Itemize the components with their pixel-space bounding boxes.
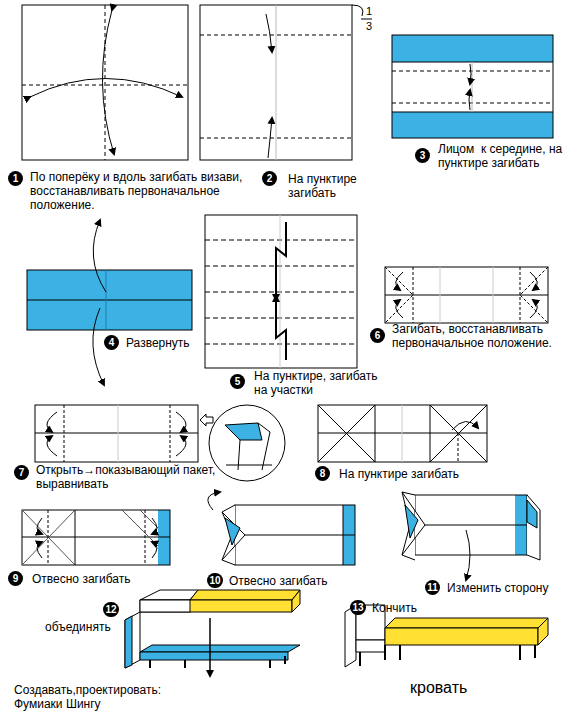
step-caption: Отвесно загибать xyxy=(32,572,172,586)
step-caption: На пунктире загибать xyxy=(288,172,408,200)
step-caption: Лицом к середине, на пунктире загибать xyxy=(438,142,563,170)
step-number: 12 xyxy=(103,602,119,617)
fraction-denominator: 3 xyxy=(363,20,375,32)
step-number: 7 xyxy=(14,465,29,480)
step-number: 1 xyxy=(8,171,23,186)
fraction-numerator: 1 xyxy=(363,5,375,17)
step-number-text: 12 xyxy=(105,604,116,615)
step-caption: Отвесно загибать xyxy=(229,574,369,588)
step-number: 6 xyxy=(370,328,385,343)
step-caption: По поперёку и вдоль загибать визави, вос… xyxy=(30,170,270,212)
step-number-text: 8 xyxy=(320,468,326,479)
step-number-text: 6 xyxy=(375,330,381,341)
step-number: 8 xyxy=(315,466,330,481)
step-number-text: 11 xyxy=(427,582,438,593)
step-caption: Изменить сторону xyxy=(447,581,567,595)
step-number-text: 3 xyxy=(420,150,426,161)
step-caption: На пунктире, загибать на участки xyxy=(254,369,384,397)
step-number-text: 1 xyxy=(13,173,19,184)
step-caption: Загибать, восстанавливать первоначальное… xyxy=(392,322,562,350)
step-caption: Открыть→показывающий пакет, выравнивать xyxy=(36,463,236,491)
step-number-text: 13 xyxy=(352,602,363,613)
step-number: 13 xyxy=(350,600,366,615)
step-number: 10 xyxy=(207,573,223,588)
step-caption: Кончить xyxy=(372,601,452,615)
step-number: 11 xyxy=(425,580,440,595)
step-number-text: 4 xyxy=(109,337,115,348)
step-caption: объединять xyxy=(45,620,125,634)
step-number-text: 9 xyxy=(13,573,19,584)
author-credit: Создавать,проектировать: Фумиаки Шингу xyxy=(14,683,184,711)
step-number: 3 xyxy=(415,148,430,163)
step-number-text: 5 xyxy=(235,376,241,387)
step-number-text: 7 xyxy=(19,467,25,478)
step-number: 4 xyxy=(104,335,119,350)
step-caption: Развернуть xyxy=(126,336,226,350)
step-number: 2 xyxy=(262,171,277,186)
step-number-text: 2 xyxy=(267,173,273,184)
step-caption: На пунктире загибать xyxy=(339,467,499,481)
step-number-text: 10 xyxy=(209,575,220,586)
step-number: 5 xyxy=(230,374,245,389)
model-title: кровать xyxy=(410,678,467,698)
step-number: 9 xyxy=(8,571,23,586)
